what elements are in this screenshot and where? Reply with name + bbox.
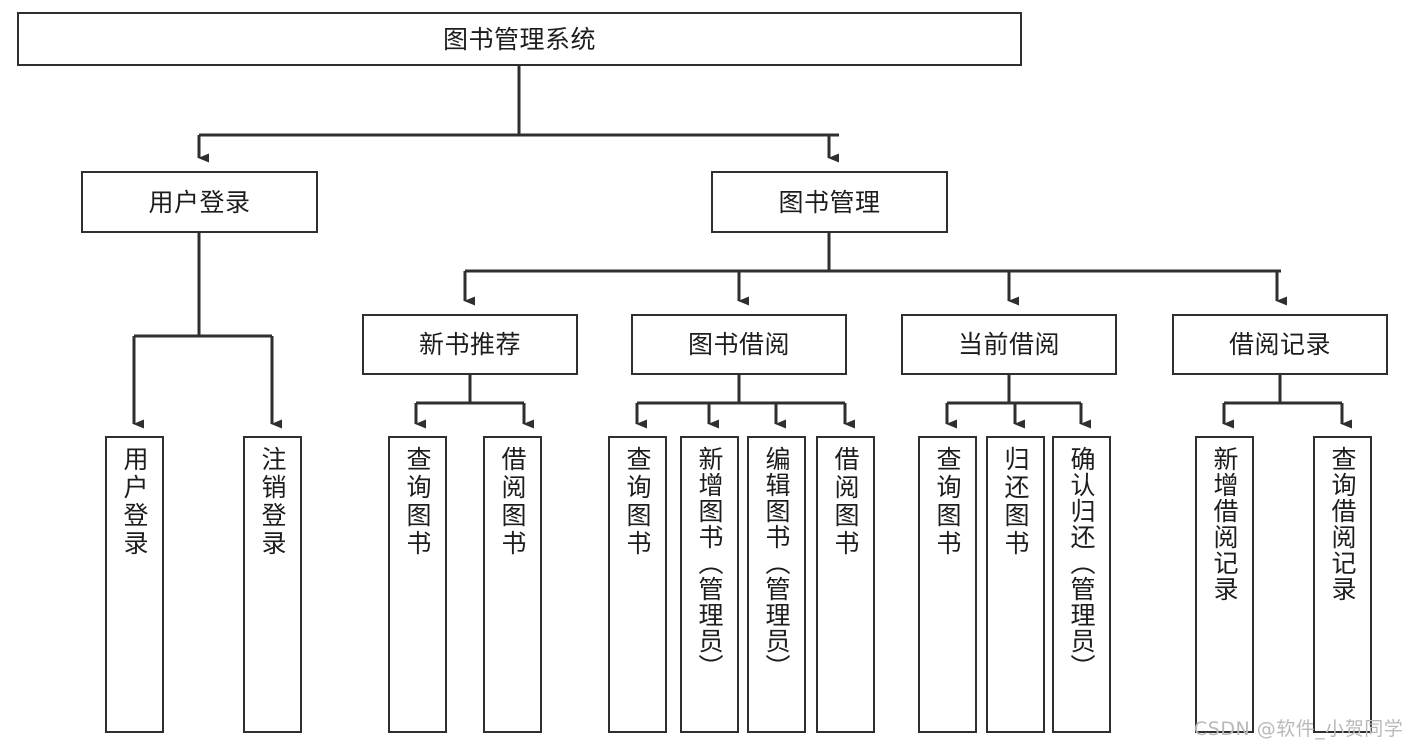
- node-borrow-record[interactable]: 借阅记录: [1172, 314, 1388, 375]
- node-label: 借阅记录: [1228, 330, 1331, 359]
- node-new-book-recommendation[interactable]: 新书推荐: [362, 314, 578, 375]
- leaf-borrow-book-1[interactable]: 借阅图书: [483, 436, 542, 733]
- node-label: 图书管理系统: [442, 24, 596, 54]
- node-label: 借阅图书: [831, 446, 860, 558]
- node-label: 查询借阅记录: [1328, 446, 1357, 602]
- node-current-borrow[interactable]: 当前借阅: [901, 314, 1117, 375]
- node-label: 用户登录: [120, 446, 149, 558]
- node-user-login[interactable]: 用户登录: [81, 171, 318, 233]
- node-label: 用户登录: [148, 187, 251, 217]
- node-label: 借阅图书: [498, 446, 527, 558]
- node-label: 查询图书: [933, 446, 962, 558]
- csdn-watermark: CSDN @软件_小贺同学: [1194, 718, 1404, 740]
- leaf-add-book[interactable]: 新增图书（管理员）: [680, 436, 739, 733]
- leaf-return-book[interactable]: 归还图书: [986, 436, 1045, 733]
- leaf-logout[interactable]: 注销登录: [243, 436, 302, 733]
- node-label: 注销登录: [258, 446, 287, 558]
- node-root-system[interactable]: 图书管理系统: [17, 12, 1022, 66]
- leaf-query-book-1[interactable]: 查询图书: [388, 436, 447, 733]
- leaf-query-book-3[interactable]: 查询图书: [918, 436, 977, 733]
- node-label: 图书管理: [778, 187, 881, 217]
- node-label: 图书借阅: [687, 330, 790, 359]
- leaf-user-login[interactable]: 用户登录: [105, 436, 164, 733]
- node-label: 编辑图书（管理员）: [762, 446, 791, 680]
- leaf-edit-book[interactable]: 编辑图书（管理员）: [747, 436, 806, 733]
- node-label: 新增借阅记录: [1210, 446, 1239, 602]
- node-book-borrow[interactable]: 图书借阅: [631, 314, 847, 375]
- node-label: 新书推荐: [418, 330, 521, 359]
- node-label: 确认归还（管理员）: [1067, 446, 1096, 680]
- node-label: 新增图书（管理员）: [695, 446, 724, 680]
- leaf-add-borrow-record[interactable]: 新增借阅记录: [1195, 436, 1254, 733]
- leaf-query-borrow-record[interactable]: 查询借阅记录: [1313, 436, 1372, 733]
- node-label: 查询图书: [623, 446, 652, 558]
- leaf-confirm-return[interactable]: 确认归还（管理员）: [1052, 436, 1111, 733]
- leaf-borrow-book-2[interactable]: 借阅图书: [816, 436, 875, 733]
- leaf-query-book-2[interactable]: 查询图书: [608, 436, 667, 733]
- node-book-management[interactable]: 图书管理: [711, 171, 948, 233]
- node-label: 当前借阅: [957, 330, 1060, 359]
- node-label: 归还图书: [1001, 446, 1030, 558]
- node-label: 查询图书: [403, 446, 432, 558]
